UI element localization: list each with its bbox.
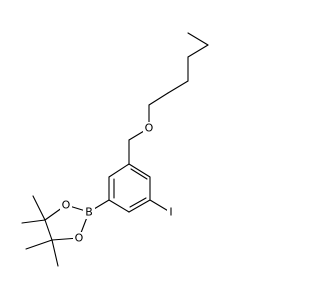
bond-hexyl-2 bbox=[187, 44, 209, 58]
atom-boron-label: B bbox=[85, 206, 93, 219]
bond-pinacol-carbons bbox=[44, 219, 53, 241]
atom-boron: B bbox=[83, 205, 95, 219]
bond-hexyl-1 bbox=[187, 32, 209, 46]
atom-oxygen-ring-top: O bbox=[60, 199, 72, 212]
molecule-structure: O I B O O bbox=[21, 32, 209, 267]
atom-iodine: I bbox=[167, 205, 175, 219]
atom-oxygen-ring-bottom-label: O bbox=[75, 232, 84, 245]
bond-lines bbox=[21, 32, 209, 267]
bond-ring-1-inner bbox=[130, 168, 148, 180]
bond-methyl-1 bbox=[32, 195, 46, 221]
atom-oxygen-ether: O bbox=[143, 122, 155, 135]
bond-hexyl-5 bbox=[148, 92, 169, 106]
bond-hexyl-4 bbox=[167, 80, 189, 94]
atom-labels: O I B O O bbox=[60, 122, 175, 245]
bond-ring-1 bbox=[128, 163, 151, 178]
bond-ring-3-inner bbox=[129, 197, 147, 208]
atom-iodine-label: I bbox=[169, 206, 172, 219]
bond-ring-3 bbox=[128, 199, 151, 213]
bond-ring-4 bbox=[108, 199, 130, 213]
bond-methyl-4 bbox=[51, 239, 59, 267]
bond-ring-iodine bbox=[149, 199, 171, 213]
bond-ring-6 bbox=[108, 163, 130, 178]
bond-methyl-3 bbox=[25, 239, 53, 250]
atom-oxygen-ring-top-label: O bbox=[62, 199, 71, 212]
atom-oxygen-ring-bottom: O bbox=[73, 232, 85, 245]
atom-oxygen-ether-label: O bbox=[145, 122, 154, 135]
bond-methyl-2 bbox=[21, 219, 46, 224]
